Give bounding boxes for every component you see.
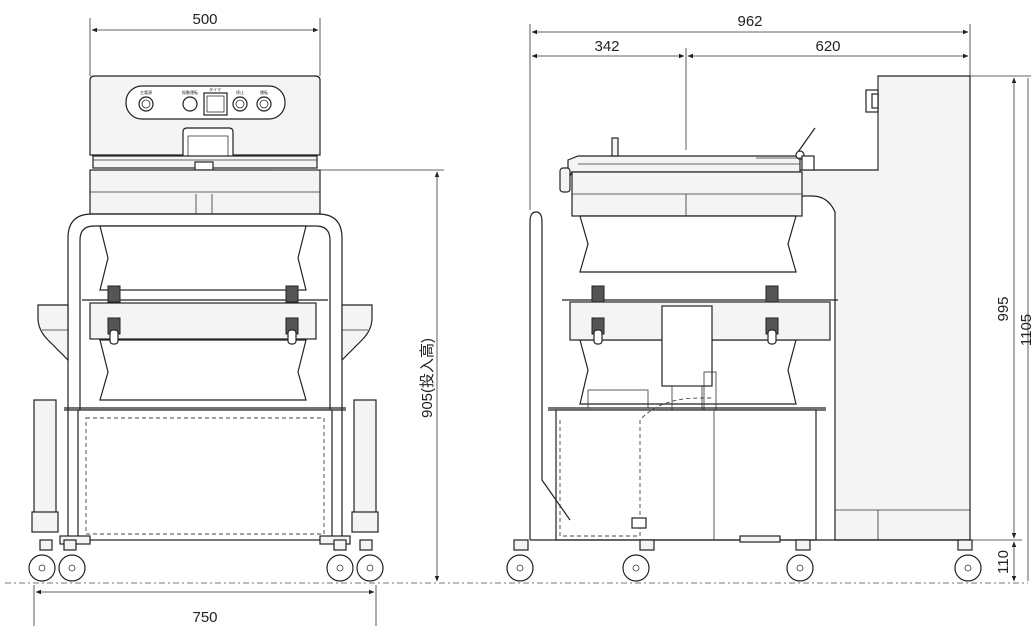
dim-side-split: 342 620 [531,38,969,150]
front-lower-bin [77,409,333,541]
front-wheels [28,539,384,582]
side-handle-bar [529,211,571,540]
front-right-chute [341,304,373,362]
dim-label-110: 110 [995,550,1012,574]
side-wheels [506,539,982,582]
front-view: 主電源 振動運転 タイマ 停止 運転 [28,11,444,628]
front-left-chute [37,304,69,362]
dim-label-342: 342 [594,38,619,55]
front-right-leg [353,399,377,531]
dim-label-620: 620 [815,38,840,55]
timer-display [203,92,228,116]
dim-front-width: 500 [89,11,321,76]
side-motor [661,305,713,387]
front-left-leg [33,399,57,531]
front-lower-bellows [99,339,307,401]
front-clamps [107,285,299,345]
dim-front-base-width: 750 [33,585,377,628]
main-power-knob [138,96,154,112]
side-view: 962 342 620 995 1105 110 [506,13,1031,582]
front-upper-bellows [99,225,307,291]
panel-label-stop: 停止 [236,89,244,95]
stop-button [232,96,248,112]
front-screen-deck [89,302,317,340]
panel-label-timer: タイマ [209,86,221,92]
dim-front-height: 905(投入高) [270,169,444,582]
dim-side-total-width: 962 [529,13,971,210]
dim-side-heights: 995 1105 110 [970,75,1031,582]
vibration-knob [182,96,198,112]
side-upper-bellows [579,215,797,273]
dim-label-905: 905(投入高) [419,338,436,418]
side-clamps [591,285,779,345]
panel-label-main-power: 主電源 [140,89,152,95]
dim-label-500: 500 [192,11,217,28]
panel-label-run: 運転 [260,89,268,95]
side-lower-bin [555,409,817,541]
panel-label-vibration: 振動運転 [182,89,198,95]
run-button [256,96,272,112]
front-top-housing: 主電源 振動運転 タイマ 停止 運転 [89,75,321,156]
front-handle-frame [67,213,343,540]
dim-label-750: 750 [192,609,217,626]
dim-label-962: 962 [737,13,762,30]
dim-label-1105: 1105 [1018,314,1031,346]
dim-label-995: 995 [995,296,1012,321]
